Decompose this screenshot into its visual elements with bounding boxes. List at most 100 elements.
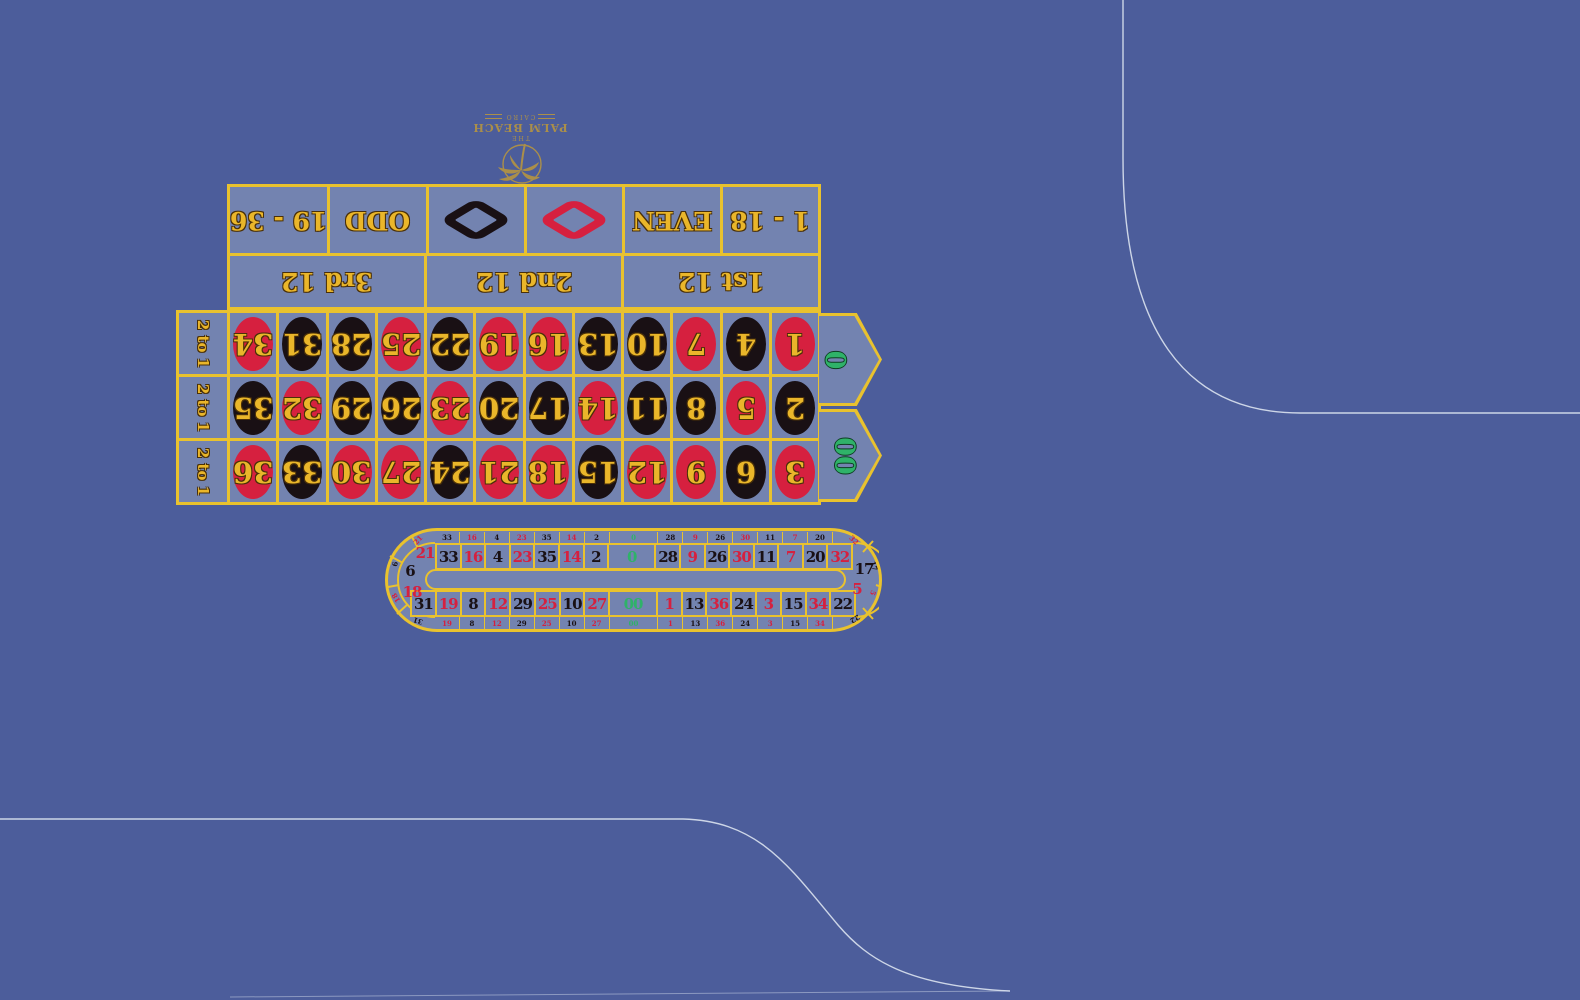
racetrack-spot-35[interactable]: 35 [535, 545, 560, 568]
racetrack-tiny-27[interactable]: 27 [585, 617, 610, 629]
racetrack-tiny-0[interactable]: 0 [610, 532, 659, 543]
racetrack-tiny-23[interactable]: 23 [510, 532, 535, 543]
racetrack-spot-28[interactable]: 28 [656, 545, 681, 568]
bet-spot-5[interactable]: 5 [722, 377, 769, 438]
bet-spot-26[interactable]: 26 [377, 377, 424, 438]
bet-spot-17[interactable]: 17 [525, 377, 572, 438]
bet-spot-7[interactable]: 7 [673, 313, 720, 374]
racetrack-tiny-30[interactable]: 30 [733, 532, 759, 543]
racetrack-tiny-7[interactable]: 7 [783, 532, 809, 543]
racetrack-spot-31[interactable]: 31 [412, 592, 437, 615]
racetrack-tiny-33[interactable]: 33 [435, 532, 460, 543]
racetrack-tiny-35[interactable]: 35 [535, 532, 560, 543]
racetrack-spot-27[interactable]: 27 [585, 592, 611, 615]
racetrack-tiny-24[interactable]: 24 [733, 617, 759, 629]
bet-spot-11[interactable]: 11 [624, 377, 671, 438]
bet-spot-8[interactable]: 8 [673, 377, 720, 438]
bet-spot-23[interactable]: 23 [427, 377, 474, 438]
bet-spot-13[interactable]: 13 [574, 313, 621, 374]
racetrack-spot-22[interactable]: 22 [831, 592, 855, 615]
bet-3rd-12[interactable]: 3rd 12 [230, 256, 424, 307]
bet-column-top[interactable]: 2 to 1 [179, 313, 228, 374]
bet-spot-29[interactable]: 29 [328, 377, 375, 438]
bet-black[interactable] [428, 187, 524, 253]
bet-spot-9[interactable]: 9 [673, 441, 720, 502]
bet-spot-3[interactable]: 3 [771, 441, 818, 502]
racetrack-tiny-2[interactable]: 2 [585, 532, 610, 543]
racetrack-spot-19[interactable]: 19 [436, 592, 462, 615]
racetrack-spot-3[interactable]: 3 [756, 592, 782, 615]
racetrack-spot-4[interactable]: 4 [486, 545, 511, 568]
bet-spot-2[interactable]: 2 [771, 377, 818, 438]
bet-spot-31[interactable]: 31 [279, 313, 326, 374]
racetrack-tiny-16[interactable]: 16 [460, 532, 485, 543]
racetrack-spot-00[interactable]: 00 [610, 592, 658, 615]
racetrack-spot-10[interactable]: 10 [560, 592, 586, 615]
racetrack-tiny-26[interactable]: 26 [708, 532, 734, 543]
racetrack-tiny-10[interactable]: 10 [560, 617, 585, 629]
bet-even[interactable]: EVEN [624, 187, 720, 253]
racetrack-spot-7[interactable]: 7 [779, 545, 804, 568]
racetrack-tiny-14[interactable]: 14 [560, 532, 585, 543]
racetrack-tiny-11[interactable]: 11 [758, 532, 784, 543]
racetrack-spot-25[interactable]: 25 [535, 592, 561, 615]
bet-spot-32[interactable]: 32 [279, 377, 326, 438]
racetrack-spot-33[interactable]: 33 [437, 545, 462, 568]
bet-spot-36[interactable]: 36 [230, 441, 277, 502]
racetrack-spot-17[interactable]: 17 [854, 560, 875, 578]
racetrack-tiny-4[interactable]: 4 [485, 532, 510, 543]
bet-spot-30[interactable]: 30 [328, 441, 375, 502]
bet-column-bottom[interactable]: 2 to 1 [179, 441, 228, 502]
bet-spot-14[interactable]: 14 [574, 377, 621, 438]
racetrack-spot-11[interactable]: 11 [754, 545, 780, 568]
bet-2nd-12[interactable]: 2nd 12 [427, 256, 621, 307]
bet-spot-18[interactable]: 18 [525, 441, 572, 502]
racetrack-spot-29[interactable]: 29 [511, 592, 536, 615]
bet-spot-4[interactable]: 4 [722, 313, 769, 374]
bet-spot-28[interactable]: 28 [328, 313, 375, 374]
racetrack-spot-18[interactable]: 18 [402, 583, 423, 601]
racetrack-spot-0[interactable]: 0 [609, 545, 657, 568]
racetrack-spot-21[interactable]: 21 [415, 544, 436, 562]
bet-spot-34[interactable]: 34 [230, 313, 277, 374]
bet-spot-33[interactable]: 33 [279, 441, 326, 502]
bet-spot-6[interactable]: 6 [722, 441, 769, 502]
bet-odd[interactable]: ODD [330, 187, 426, 253]
racetrack-tiny-1[interactable]: 1 [658, 617, 684, 629]
bet-spot-12[interactable]: 12 [624, 441, 671, 502]
racetrack-spot-23[interactable]: 23 [510, 545, 536, 568]
bet-spot-1[interactable]: 1 [771, 313, 818, 374]
racetrack-spot-13[interactable]: 13 [682, 592, 708, 615]
racetrack-spot-8[interactable]: 8 [461, 592, 487, 615]
racetrack-spot-16[interactable]: 16 [461, 545, 487, 568]
racetrack-spot-6[interactable]: 6 [405, 562, 415, 580]
bet-spot-16[interactable]: 16 [525, 313, 572, 374]
racetrack-spot-20[interactable]: 20 [803, 545, 829, 568]
racetrack-spot-32[interactable]: 32 [828, 545, 852, 568]
bet-spot-15[interactable]: 15 [574, 441, 621, 502]
racetrack-tiny-9[interactable]: 9 [683, 532, 709, 543]
bet-red[interactable] [526, 187, 622, 253]
racetrack-tiny-12[interactable]: 12 [485, 617, 510, 629]
racetrack-spot-26[interactable]: 26 [705, 545, 731, 568]
bet-spot-21[interactable]: 21 [476, 441, 523, 502]
racetrack-spot-24[interactable]: 24 [732, 592, 757, 615]
racetrack-tiny-29[interactable]: 29 [510, 617, 535, 629]
bet-spot-20[interactable]: 20 [476, 377, 523, 438]
racetrack-spot-2[interactable]: 2 [584, 545, 610, 568]
racetrack-tiny-3[interactable]: 3 [758, 617, 784, 629]
bet-column-middle[interactable]: 2 to 1 [179, 377, 228, 438]
bet-spot-10[interactable]: 10 [624, 313, 671, 374]
bet-double-zero[interactable]: 00 [819, 409, 882, 502]
bet-19-36[interactable]: 19 - 36 [230, 187, 328, 253]
racetrack-tiny-00[interactable]: 00 [610, 617, 659, 629]
racetrack-spot-36[interactable]: 36 [707, 592, 733, 615]
racetrack-tiny-13[interactable]: 13 [683, 617, 709, 629]
racetrack-spot-30[interactable]: 30 [730, 545, 755, 568]
bet-spot-19[interactable]: 19 [476, 313, 523, 374]
racetrack-tiny-36[interactable]: 36 [708, 617, 734, 629]
bet-spot-35[interactable]: 35 [230, 377, 277, 438]
racetrack-spot-9[interactable]: 9 [680, 545, 706, 568]
bet-spot-27[interactable]: 27 [377, 441, 424, 502]
racetrack-spot-14[interactable]: 14 [559, 545, 585, 568]
